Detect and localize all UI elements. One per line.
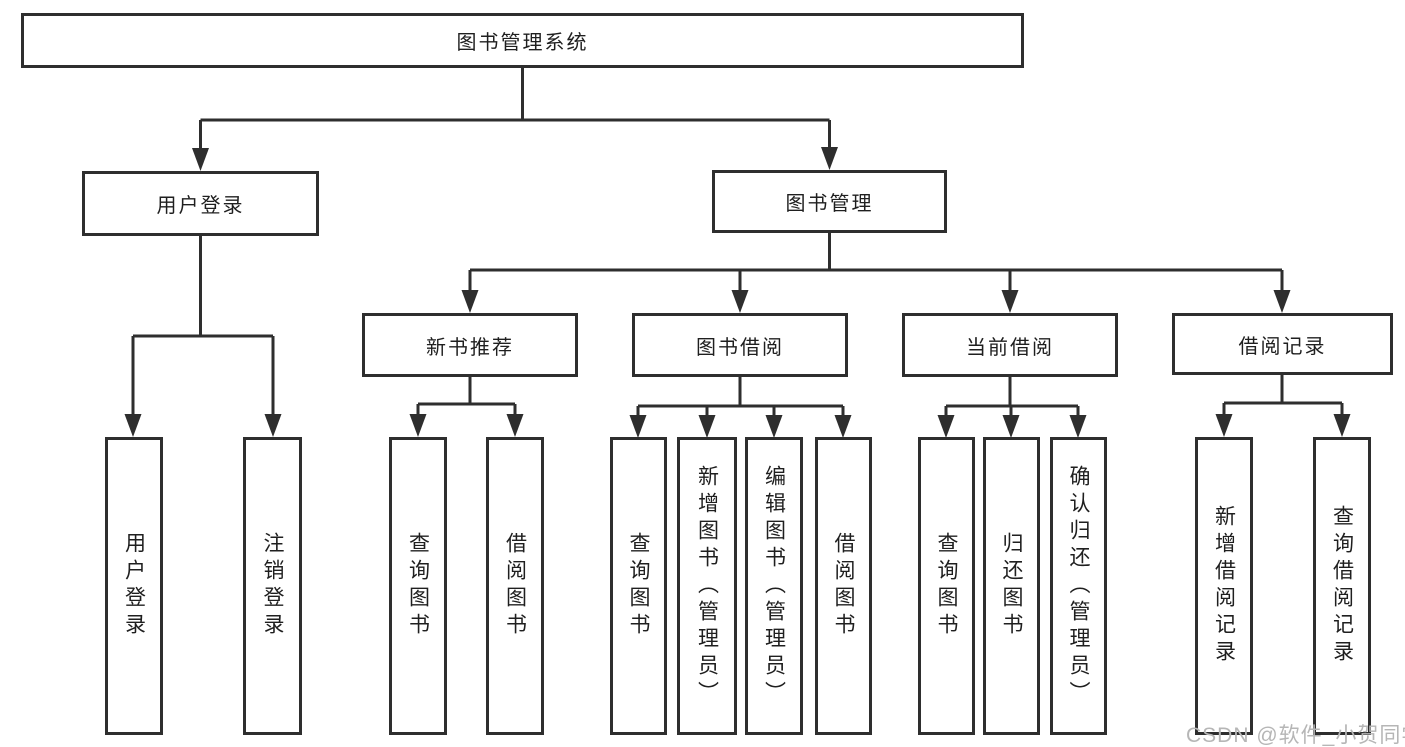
node-current-borrow: 当前借阅	[902, 313, 1118, 377]
node-library-system: 图书管理系统	[21, 13, 1024, 68]
node-label: 用户登录	[122, 532, 146, 640]
node-label: 新增图书（管理员）	[695, 464, 719, 708]
node-label: 新增借阅记录	[1212, 505, 1236, 667]
node-new-book-recommend: 新书推荐	[362, 313, 578, 377]
node-book-borrow: 图书借阅	[632, 313, 848, 377]
node-label: 注销登录	[261, 532, 284, 640]
node-label: 借阅记录	[1238, 335, 1327, 358]
leaf-add-book-admin: 新增图书（管理员）	[677, 437, 737, 735]
leaf-logout: 注销登录	[243, 437, 302, 735]
node-label: 用户登录	[156, 195, 245, 217]
leaf-add-borrow-record: 新增借阅记录	[1195, 437, 1253, 735]
csdn-watermark: CSDN @软件_小贺同学	[1186, 724, 1405, 747]
arrowheads	[124, 147, 1351, 438]
node-label: 图书借阅	[696, 336, 784, 359]
node-label: 新书推荐	[426, 336, 514, 359]
node-label: 确认归还（管理员）	[1067, 464, 1090, 708]
leaf-edit-book-admin: 编辑图书（管理员）	[745, 437, 803, 735]
leaf-query-book-recommend: 查询图书	[389, 437, 447, 735]
node-label: 查询图书	[406, 532, 430, 640]
node-label: 借阅图书	[503, 532, 527, 640]
node-book-management: 图书管理	[712, 170, 947, 233]
node-label: 查询借阅记录	[1330, 505, 1354, 667]
node-label: 图书管理系统	[456, 32, 589, 54]
node-label: 图书管理	[785, 193, 874, 215]
node-label: 归还图书	[1000, 532, 1023, 640]
leaf-query-book-current: 查询图书	[918, 437, 975, 735]
leaf-query-book-borrow: 查询图书	[610, 437, 667, 735]
leaf-borrow-book: 借阅图书	[815, 437, 872, 735]
node-label: 查询图书	[627, 532, 650, 640]
node-borrow-records: 借阅记录	[1172, 313, 1393, 375]
node-label: 借阅图书	[832, 532, 855, 640]
leaf-query-borrow-record: 查询借阅记录	[1313, 437, 1371, 735]
leaf-user-login: 用户登录	[105, 437, 163, 735]
node-user-login: 用户登录	[82, 171, 319, 236]
node-label: 编辑图书（管理员）	[762, 464, 786, 708]
node-label: 当前借阅	[966, 336, 1054, 359]
leaf-confirm-return-admin: 确认归还（管理员）	[1050, 437, 1107, 735]
leaf-borrow-book-recommend: 借阅图书	[486, 437, 544, 735]
node-label: 查询图书	[935, 532, 958, 640]
leaf-return-book: 归还图书	[983, 437, 1040, 735]
